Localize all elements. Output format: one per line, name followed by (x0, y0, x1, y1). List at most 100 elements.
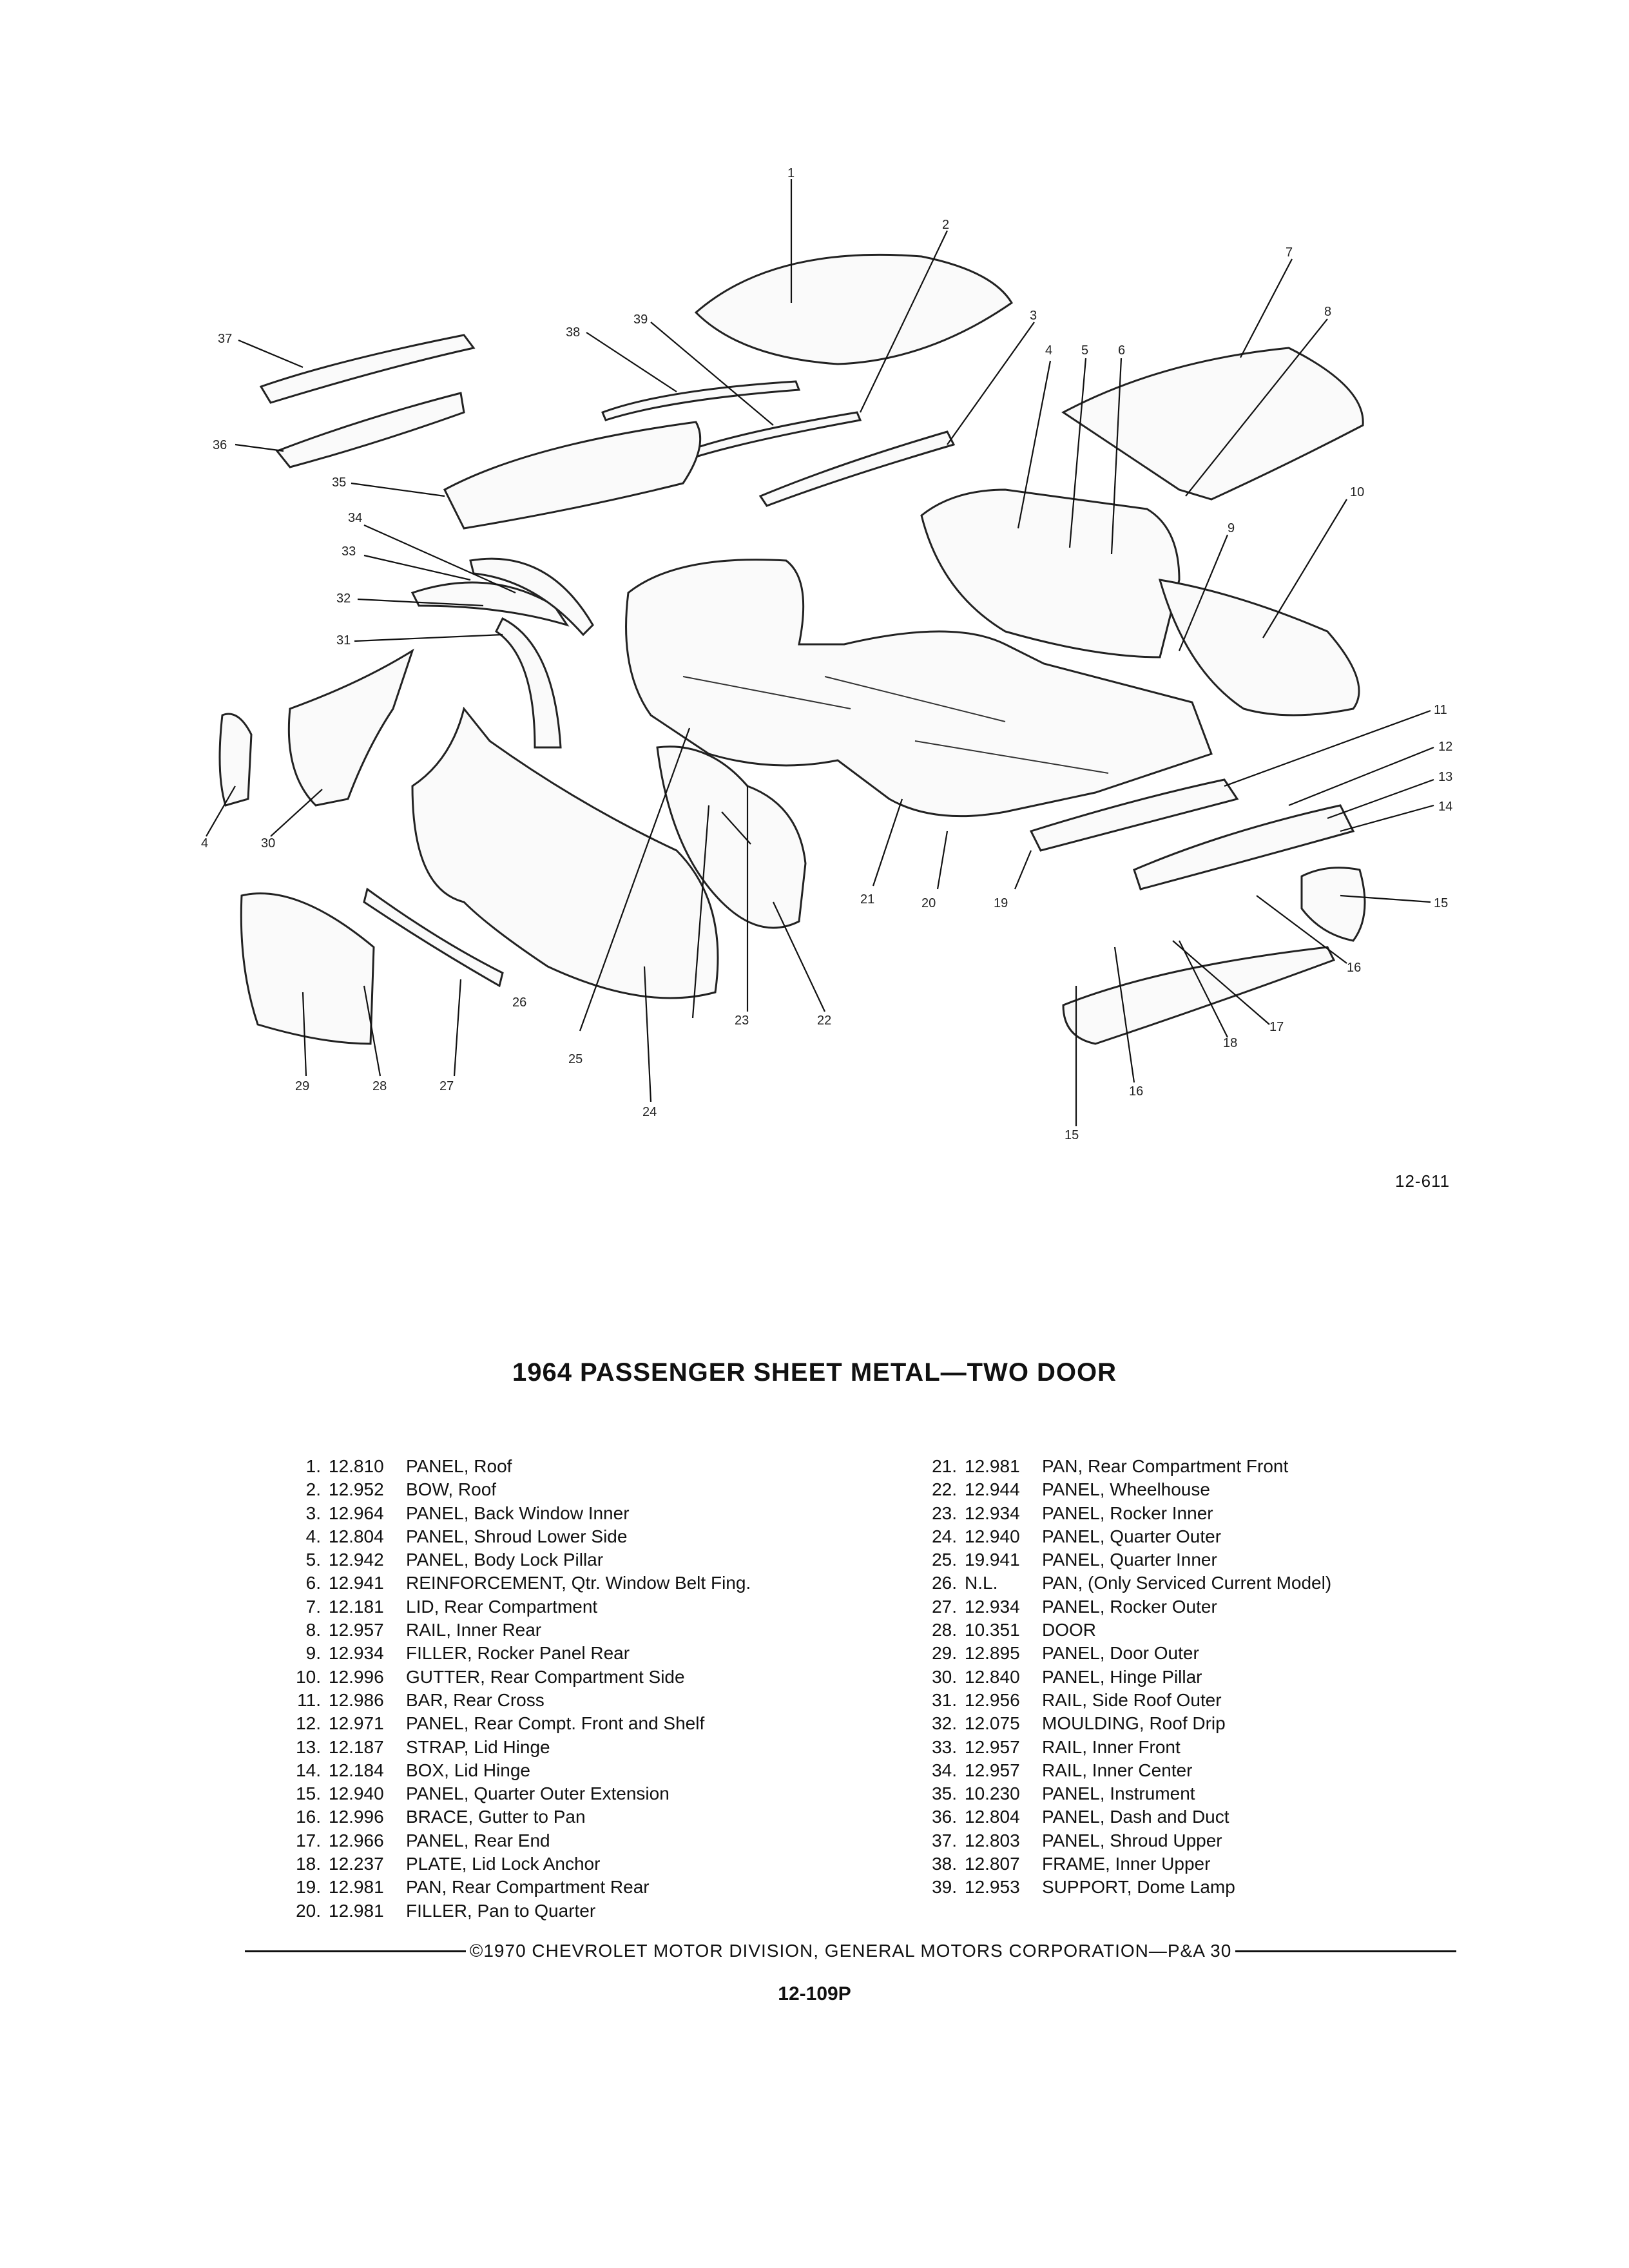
page-number: 12-109P (778, 1983, 851, 2004)
callout-14: 14 (1438, 800, 1452, 814)
hinge-pillar-parts (206, 648, 414, 837)
callout-36: 36 (213, 438, 227, 452)
quarter-outer-panel-part (411, 706, 719, 1102)
figure-reference: 12-611 (1395, 1171, 1451, 1191)
callout-34: 34 (348, 511, 362, 525)
callout-7: 7 (1286, 245, 1293, 260)
callout-1: 1 (787, 166, 795, 180)
callout-4: 4 (1045, 343, 1052, 358)
callout-21: 21 (860, 892, 874, 907)
roof-rail-parts (354, 524, 594, 749)
callout-19: 19 (994, 896, 1008, 910)
callout-16b: 16 (1129, 1084, 1143, 1099)
callout-20: 20 (921, 896, 936, 910)
copyright-text: ©1970 CHEVROLET MOTOR DIVISION, GENERAL … (469, 1941, 1232, 1961)
callout-5: 5 (1081, 343, 1088, 358)
callout-9: 9 (1228, 521, 1235, 535)
callout-6: 6 (1118, 343, 1125, 358)
quarter-inner-wheelhouse-parts (579, 727, 825, 1032)
callout-4b: 4 (201, 836, 208, 850)
callout-35: 35 (332, 476, 346, 490)
callout-27: 27 (439, 1079, 454, 1093)
callout-13: 13 (1438, 770, 1452, 784)
callout-11: 11 (1434, 703, 1447, 717)
copyright-footer: ©1970 CHEVROLET MOTOR DIVISION, GENERAL … (245, 1941, 1457, 1961)
page-title: 1964 PASSENGER SHEET METAL—TWO DOOR (512, 1358, 1117, 1387)
callout-32: 32 (336, 591, 351, 606)
callout-18: 18 (1223, 1036, 1237, 1050)
callout-28: 28 (372, 1079, 387, 1093)
callout-23: 23 (735, 1014, 749, 1028)
shroud-dash-parts (235, 334, 702, 530)
callout-10: 10 (1350, 485, 1364, 499)
callout-16: 16 (1347, 961, 1361, 975)
rear-compartment-parts (872, 709, 1434, 1126)
callout-37: 37 (218, 332, 232, 346)
callout-39: 39 (633, 312, 648, 327)
callout-26: 26 (512, 995, 526, 1010)
callout-2: 2 (942, 218, 949, 232)
callout-labels: 1 2 3 4 5 6 7 8 9 10 11 12 13 14 15 16 1… (201, 166, 1452, 1142)
callout-12: 12 (1438, 740, 1452, 754)
body-side-frame-part (920, 358, 1360, 716)
callout-33: 33 (342, 544, 356, 559)
callout-15: 15 (1434, 896, 1448, 910)
trunk-lid-part (1061, 258, 1364, 501)
callout-24: 24 (642, 1105, 657, 1119)
callout-8: 8 (1324, 305, 1331, 319)
callout-29: 29 (295, 1079, 309, 1093)
roof-panel-part (694, 179, 1014, 365)
footer-rule-left (245, 1950, 466, 1952)
footer-rule-right (1235, 1950, 1457, 1952)
callout-30: 30 (261, 836, 275, 850)
floor-pan-assembly (625, 559, 1213, 818)
exploded-parts-diagram: 1 2 3 4 5 6 7 8 9 10 11 12 13 14 15 16 1… (201, 166, 1452, 1142)
list-item: 26.N.L.PAN, (Only Serviced Current Model… (932, 1573, 1332, 1593)
door-parts (240, 887, 504, 1077)
callout-25: 25 (568, 1052, 583, 1066)
roof-bow-parts (586, 230, 1035, 507)
callout-17: 17 (1269, 1020, 1284, 1034)
callout-38: 38 (566, 325, 580, 340)
callout-31: 31 (336, 633, 351, 648)
callout-15b: 15 (1065, 1128, 1079, 1142)
